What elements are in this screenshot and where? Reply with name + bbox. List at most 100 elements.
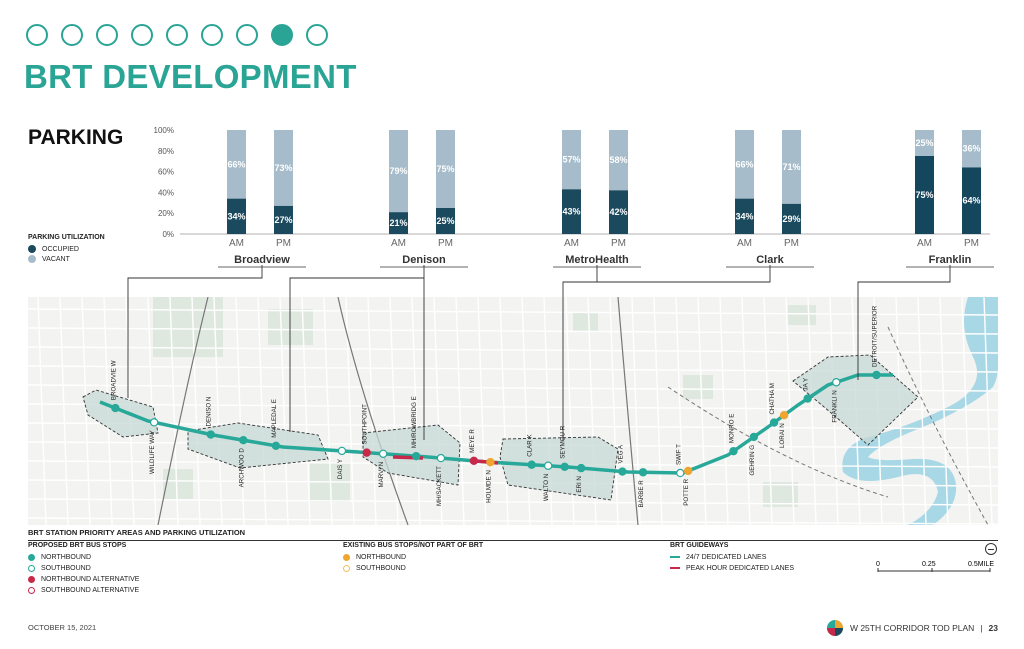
- vacant-swatch: [28, 255, 36, 263]
- y-tick-label: 0%: [162, 230, 174, 239]
- progress-dot[interactable]: [61, 24, 83, 46]
- bus-stop: [618, 467, 627, 476]
- bus-stop: [271, 441, 281, 450]
- bus-stop: [872, 370, 881, 380]
- legend-guideways-title: BRT GUIDEWAYS: [670, 542, 729, 549]
- bus-stop: [638, 468, 648, 477]
- bar-vacant: [274, 130, 293, 206]
- bar-category-label: PM: [276, 238, 291, 249]
- legend-existing-title: EXISTING BUS STOPS/NOT PART OF BRT: [343, 542, 484, 549]
- park-patch: [683, 375, 713, 399]
- brt-route: [99, 373, 893, 475]
- progress-dot[interactable]: [96, 24, 118, 46]
- legend-label: NORTHBOUND ALTERNATIVE: [41, 575, 140, 583]
- bar-occupied: [735, 198, 754, 234]
- page-title: BRT DEVELOPMENT: [24, 58, 357, 95]
- street: [763, 297, 773, 525]
- progress-dot[interactable]: [166, 24, 188, 46]
- bus-stop: [411, 451, 421, 461]
- y-tick-label: 20%: [158, 209, 174, 218]
- legend-label: NORTHBOUND: [356, 553, 407, 561]
- legend-label: SOUTHBOUND: [356, 564, 406, 572]
- map-legend: BRT STATION PRIORITY AREAS AND PARKING U…: [28, 528, 998, 594]
- station-label: DENISO N: [206, 397, 213, 427]
- bar-category-label: AM: [564, 238, 579, 249]
- bar-occupied-label: 75%: [915, 190, 933, 200]
- street: [675, 297, 685, 525]
- legend-occupied-label: OCCUPIED: [42, 245, 79, 253]
- bar-vacant: [782, 130, 801, 204]
- legend-vacant: VACANT: [28, 255, 105, 263]
- bar-occupied-label: 64%: [962, 196, 980, 206]
- footer-date: OCTOBER 15, 2021: [28, 623, 97, 632]
- progress-dot[interactable]: [26, 24, 48, 46]
- station-label: MARVI N: [378, 462, 385, 488]
- street: [653, 297, 663, 525]
- legend-occupied: OCCUPIED: [28, 245, 105, 253]
- legend-label: SOUTHBOUND: [41, 564, 91, 572]
- bus-stop: [803, 394, 812, 403]
- bar-vacant: [962, 130, 981, 168]
- bar-category-label: AM: [229, 238, 244, 249]
- street: [37, 297, 47, 525]
- legend-proposed-north: NORTHBOUND: [28, 553, 139, 561]
- group-label: Clark: [756, 254, 784, 266]
- bus-stop: [527, 460, 536, 469]
- bar-vacant: [562, 130, 581, 190]
- park-patch: [163, 469, 193, 499]
- river: [842, 297, 998, 525]
- progress-dot[interactable]: [201, 24, 223, 46]
- street: [807, 297, 817, 525]
- northbound-swatch: [28, 553, 35, 561]
- progress-dot[interactable]: [271, 24, 293, 46]
- progress-dot[interactable]: [131, 24, 153, 46]
- legend-proposed-south: SOUTHBOUND: [28, 564, 139, 572]
- rail-line: [667, 386, 889, 498]
- station-label: FRANKLI N: [831, 390, 838, 422]
- legend-label: SOUTHBOUND ALTERNATIVE: [41, 586, 140, 594]
- progress-dot[interactable]: [236, 24, 258, 46]
- street: [59, 297, 69, 525]
- station-label: JA Y: [803, 378, 810, 391]
- parking-legend: PARKING UTILIZATION OCCUPIED VACANT: [28, 234, 105, 265]
- bar-vacant: [436, 130, 455, 208]
- station-label: MH/SACKETT: [436, 466, 443, 506]
- bar-occupied: [609, 190, 628, 234]
- legend-label: PEAK HOUR DEDICATED LANES: [686, 564, 795, 572]
- legend-label: NORTHBOUND: [41, 553, 92, 561]
- station-label: WILDLIFE WAY: [149, 430, 156, 474]
- street: [697, 297, 707, 525]
- northbound-alt-swatch: [28, 575, 35, 583]
- priority-area-broadview: [82, 389, 159, 438]
- legend-peak-lanes: PEAK HOUR DEDICATED LANES: [670, 564, 794, 572]
- station-label: SOUTHPOINT: [362, 404, 369, 445]
- bar-vacant-label: 66%: [735, 159, 753, 169]
- bar-occupied-label: 27%: [274, 215, 292, 225]
- station-label: CLAR K: [527, 434, 534, 457]
- map-legend-title: BRT STATION PRIORITY AREAS AND PARKING U…: [28, 528, 998, 541]
- parking-chart-svg: 0%20%40%60%80%100%66%34%AM73%27%PMBroadv…: [154, 126, 994, 268]
- street: [477, 297, 487, 525]
- bar-vacant-label: 79%: [389, 166, 407, 176]
- bus-stop: [749, 432, 759, 442]
- station-label: SWIF T: [675, 444, 682, 465]
- bar-occupied: [962, 167, 981, 234]
- bar-occupied: [274, 205, 293, 234]
- scale-05: 0.5MILE: [968, 561, 994, 568]
- occupied-swatch: [28, 245, 36, 253]
- bar-occupied-label: 43%: [562, 207, 580, 217]
- scale-bar-svg: 0 0.25 0.5MILE: [876, 561, 994, 572]
- bus-stop: [769, 418, 779, 427]
- bar-category-label: PM: [611, 238, 626, 249]
- bar-category-label: AM: [391, 238, 406, 249]
- progress-dot[interactable]: [306, 24, 328, 46]
- existing-north-swatch: [343, 553, 350, 561]
- legend-existing: EXISTING BUS STOPS/NOT PART OF BRT NORTH…: [343, 542, 483, 575]
- street: [499, 297, 509, 525]
- street: [28, 422, 998, 430]
- bar-vacant-label: 25%: [915, 138, 933, 148]
- priority-area-denison: [187, 422, 329, 469]
- bar-vacant: [609, 130, 628, 191]
